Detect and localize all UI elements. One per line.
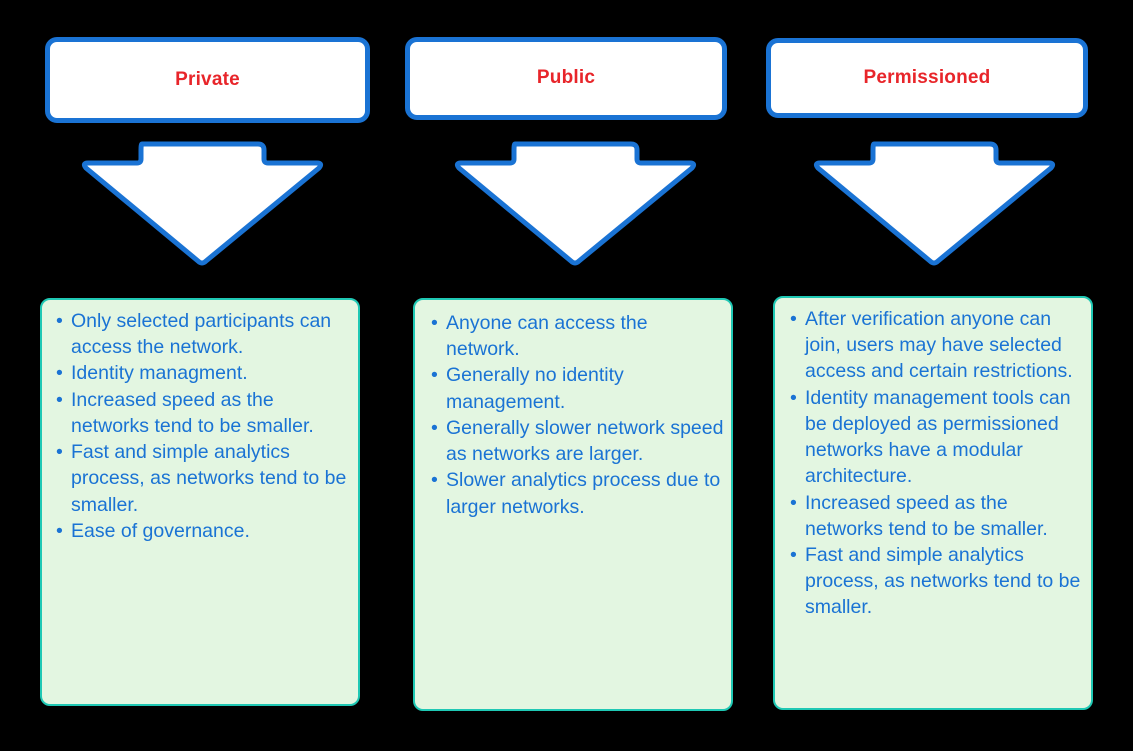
header-card-permissioned[interactable]: Permissioned <box>766 38 1088 118</box>
down-arrow-icon-public <box>453 133 698 270</box>
list-item: Fast and simple analytics process, as ne… <box>788 542 1087 621</box>
header-title-public: Public <box>536 67 596 89</box>
list-item: After verification anyone can join, user… <box>788 306 1087 385</box>
list-item: Slower analytics process due to larger n… <box>429 467 725 519</box>
list-item: Identity management tools can be deploye… <box>788 385 1087 490</box>
list-item: Anyone can access the network. <box>429 310 725 362</box>
down-arrow-icon-private <box>80 133 325 270</box>
bullet-list-permissioned: After verification anyone can join, user… <box>775 298 1091 621</box>
bullet-list-private: Only selected participants can access th… <box>42 300 358 544</box>
down-arrow-icon-permissioned <box>812 133 1057 270</box>
list-item: Ease of governance. <box>54 518 350 544</box>
list-item: Fast and simple analytics process, as ne… <box>54 439 350 518</box>
header-title-private: Private <box>175 68 240 90</box>
list-item: Generally slower network speed as networ… <box>429 415 725 467</box>
list-item: Generally no identity management. <box>429 362 725 414</box>
list-item: Only selected participants can access th… <box>54 308 350 360</box>
body-card-public: Anyone can access the network. Generally… <box>413 298 733 711</box>
list-item: Identity managment. <box>54 360 350 386</box>
list-item: Increased speed as the networks tend to … <box>54 387 350 439</box>
body-card-private: Only selected participants can access th… <box>40 298 360 706</box>
bullet-list-public: Anyone can access the network. Generally… <box>415 300 731 520</box>
list-item: Increased speed as the networks tend to … <box>788 490 1087 542</box>
header-title-permissioned: Permissioned <box>863 66 991 88</box>
body-card-permissioned: After verification anyone can join, user… <box>773 296 1093 710</box>
header-card-private[interactable]: Private <box>45 37 370 123</box>
header-card-public[interactable]: Public <box>405 37 727 120</box>
